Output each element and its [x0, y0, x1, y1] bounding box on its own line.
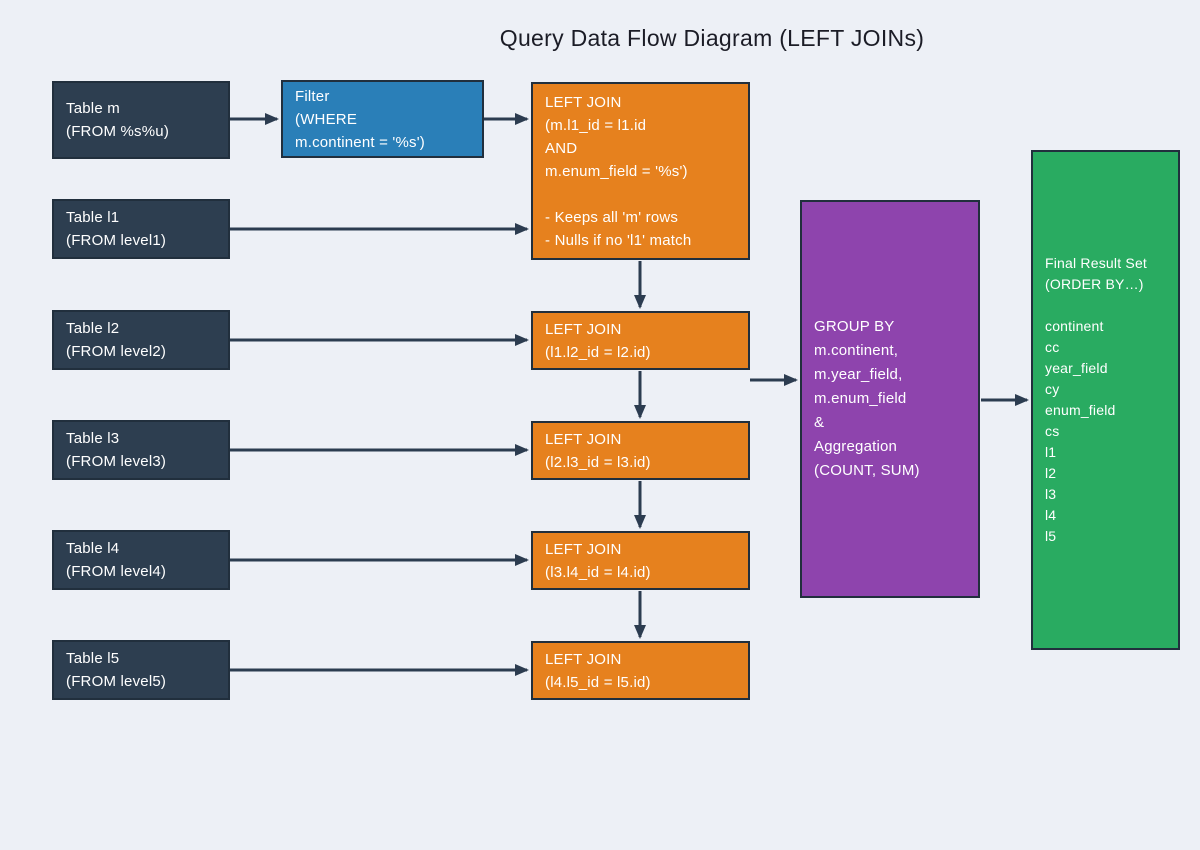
table-l5-node: Table l5 (FROM level5) [52, 640, 230, 700]
final-result-node: Final Result Set (ORDER BY…) continent c… [1031, 150, 1180, 650]
table-l4-node: Table l4 (FROM level4) [52, 530, 230, 590]
left-join-5-node: LEFT JOIN (l4.l5_id = l5.id) [531, 641, 750, 700]
group-by-node: GROUP BY m.continent, m.year_field, m.en… [800, 200, 980, 598]
left-join-2-node: LEFT JOIN (l1.l2_id = l2.id) [531, 311, 750, 370]
left-join-4-node: LEFT JOIN (l3.l4_id = l4.id) [531, 531, 750, 590]
table-l1-node: Table l1 (FROM level1) [52, 199, 230, 259]
table-l3-node: Table l3 (FROM level3) [52, 420, 230, 480]
left-join-1-node: LEFT JOIN (m.l1_id = l1.id AND m.enum_fi… [531, 82, 750, 260]
table-l2-node: Table l2 (FROM level2) [52, 310, 230, 370]
filter-node: Filter (WHERE m.continent = '%s') [281, 80, 484, 158]
diagram-title: Query Data Flow Diagram (LEFT JOINs) [499, 25, 925, 51]
left-join-3-node: LEFT JOIN (l2.l3_id = l3.id) [531, 421, 750, 480]
table-m-node: Table m (FROM %s%u) [52, 81, 230, 159]
